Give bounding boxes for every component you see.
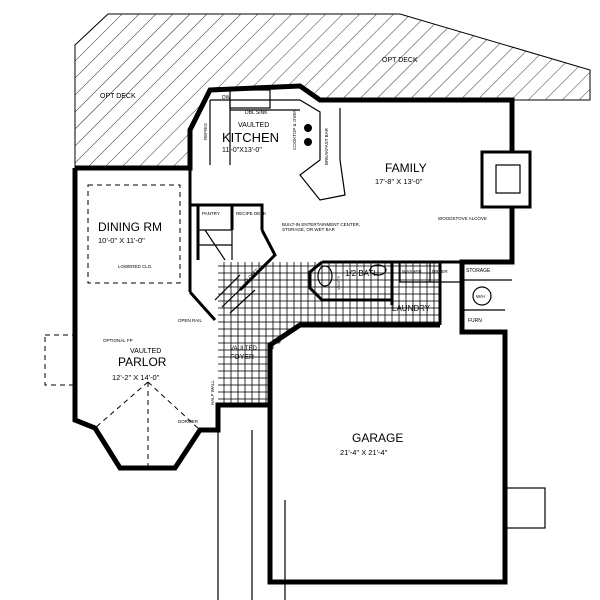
breakfast-bar-label: BREAKFAST BAR	[324, 127, 329, 165]
kitchen-prefix: VAULTED	[238, 122, 269, 129]
dw-label: DW	[222, 95, 231, 101]
half-bath-label: 1/2 BATH	[345, 269, 379, 278]
optional-fireplace	[44, 334, 76, 386]
tile-floor	[218, 262, 440, 405]
cooktop-burner-icon	[304, 124, 312, 132]
kitchen-counter	[209, 99, 346, 201]
pantry-label: PANTRY	[202, 211, 220, 216]
parlor-size: 12'-2" X 14'-0"	[112, 373, 160, 382]
kitchen-size: 11'-0"X13'-0"	[222, 147, 262, 154]
dining-size: 10'-0" X 11'-0"	[98, 236, 145, 245]
foyer-title: FOYER	[230, 354, 254, 361]
parlor-prefix: VAULTED	[130, 348, 161, 355]
water-heater-icon	[472, 286, 492, 306]
deck-label-right: OPT DECK	[382, 57, 418, 64]
toilet-icon	[369, 264, 387, 276]
woodstove-icon	[495, 164, 521, 194]
kitchen-title: KITCHEN	[222, 130, 279, 145]
garage-title: GARAGE	[352, 431, 403, 445]
bath-wall	[308, 260, 462, 325]
sink-icon	[229, 89, 271, 109]
exterior-wall-left	[72, 168, 272, 471]
woodstove-alcove	[480, 150, 532, 209]
optional-fp-label: OPTIONAL FP	[103, 338, 133, 343]
woodstove-label: WOODSTOVE ALCOVE	[438, 216, 487, 221]
open-rail-label: OPEN RAIL	[178, 318, 203, 323]
storage-label: STORAGE	[466, 268, 491, 274]
parlor-vault-lines	[94, 381, 201, 468]
dormer-label: DORMER	[178, 419, 199, 424]
laundry-appliances	[399, 262, 512, 311]
family-title: FAMILY	[385, 161, 427, 175]
family-size: 17'-8" X 13'-0"	[375, 177, 423, 186]
recipe-desk-label: RECIPE DESK	[236, 211, 266, 216]
lowered-ceiling	[87, 184, 181, 284]
wh-label: W/H	[476, 294, 485, 299]
deck-label-left: OPT DECK	[100, 93, 136, 100]
refrig-label: REFRIG	[203, 123, 208, 141]
entertainment-center-note: BUILT-IN ENTERTAINMENT CENTER, STORAGE, …	[282, 222, 360, 232]
half-wall-label: HALF WALL	[210, 380, 215, 405]
cooktop-label: COOKTOP & OVEN	[292, 109, 297, 150]
sink-label: DBL SINK	[245, 110, 268, 116]
parlor-title: PARLOR	[118, 355, 167, 369]
washer-label: WASHER	[402, 269, 422, 274]
vanity-label: VANITY	[336, 276, 341, 290]
walkway	[217, 430, 286, 600]
stairs	[198, 229, 256, 314]
garage-side-step	[504, 487, 546, 529]
laundry-label: LAUNDRY	[392, 304, 431, 313]
dining-title: DINING RM	[98, 220, 162, 234]
cooktop-burner-icon	[304, 138, 312, 146]
lowered-ceiling-label: LOWERED CLG.	[118, 264, 153, 269]
garage-size: 21'-4" X 21'-4"	[340, 448, 388, 457]
furn-label: FURN	[468, 318, 482, 324]
foyer-prefix: VAULTED	[230, 346, 257, 352]
dryer-label: DRYER	[432, 269, 448, 274]
vanity-sink-icon	[317, 265, 333, 287]
interior-wall	[188, 168, 277, 321]
